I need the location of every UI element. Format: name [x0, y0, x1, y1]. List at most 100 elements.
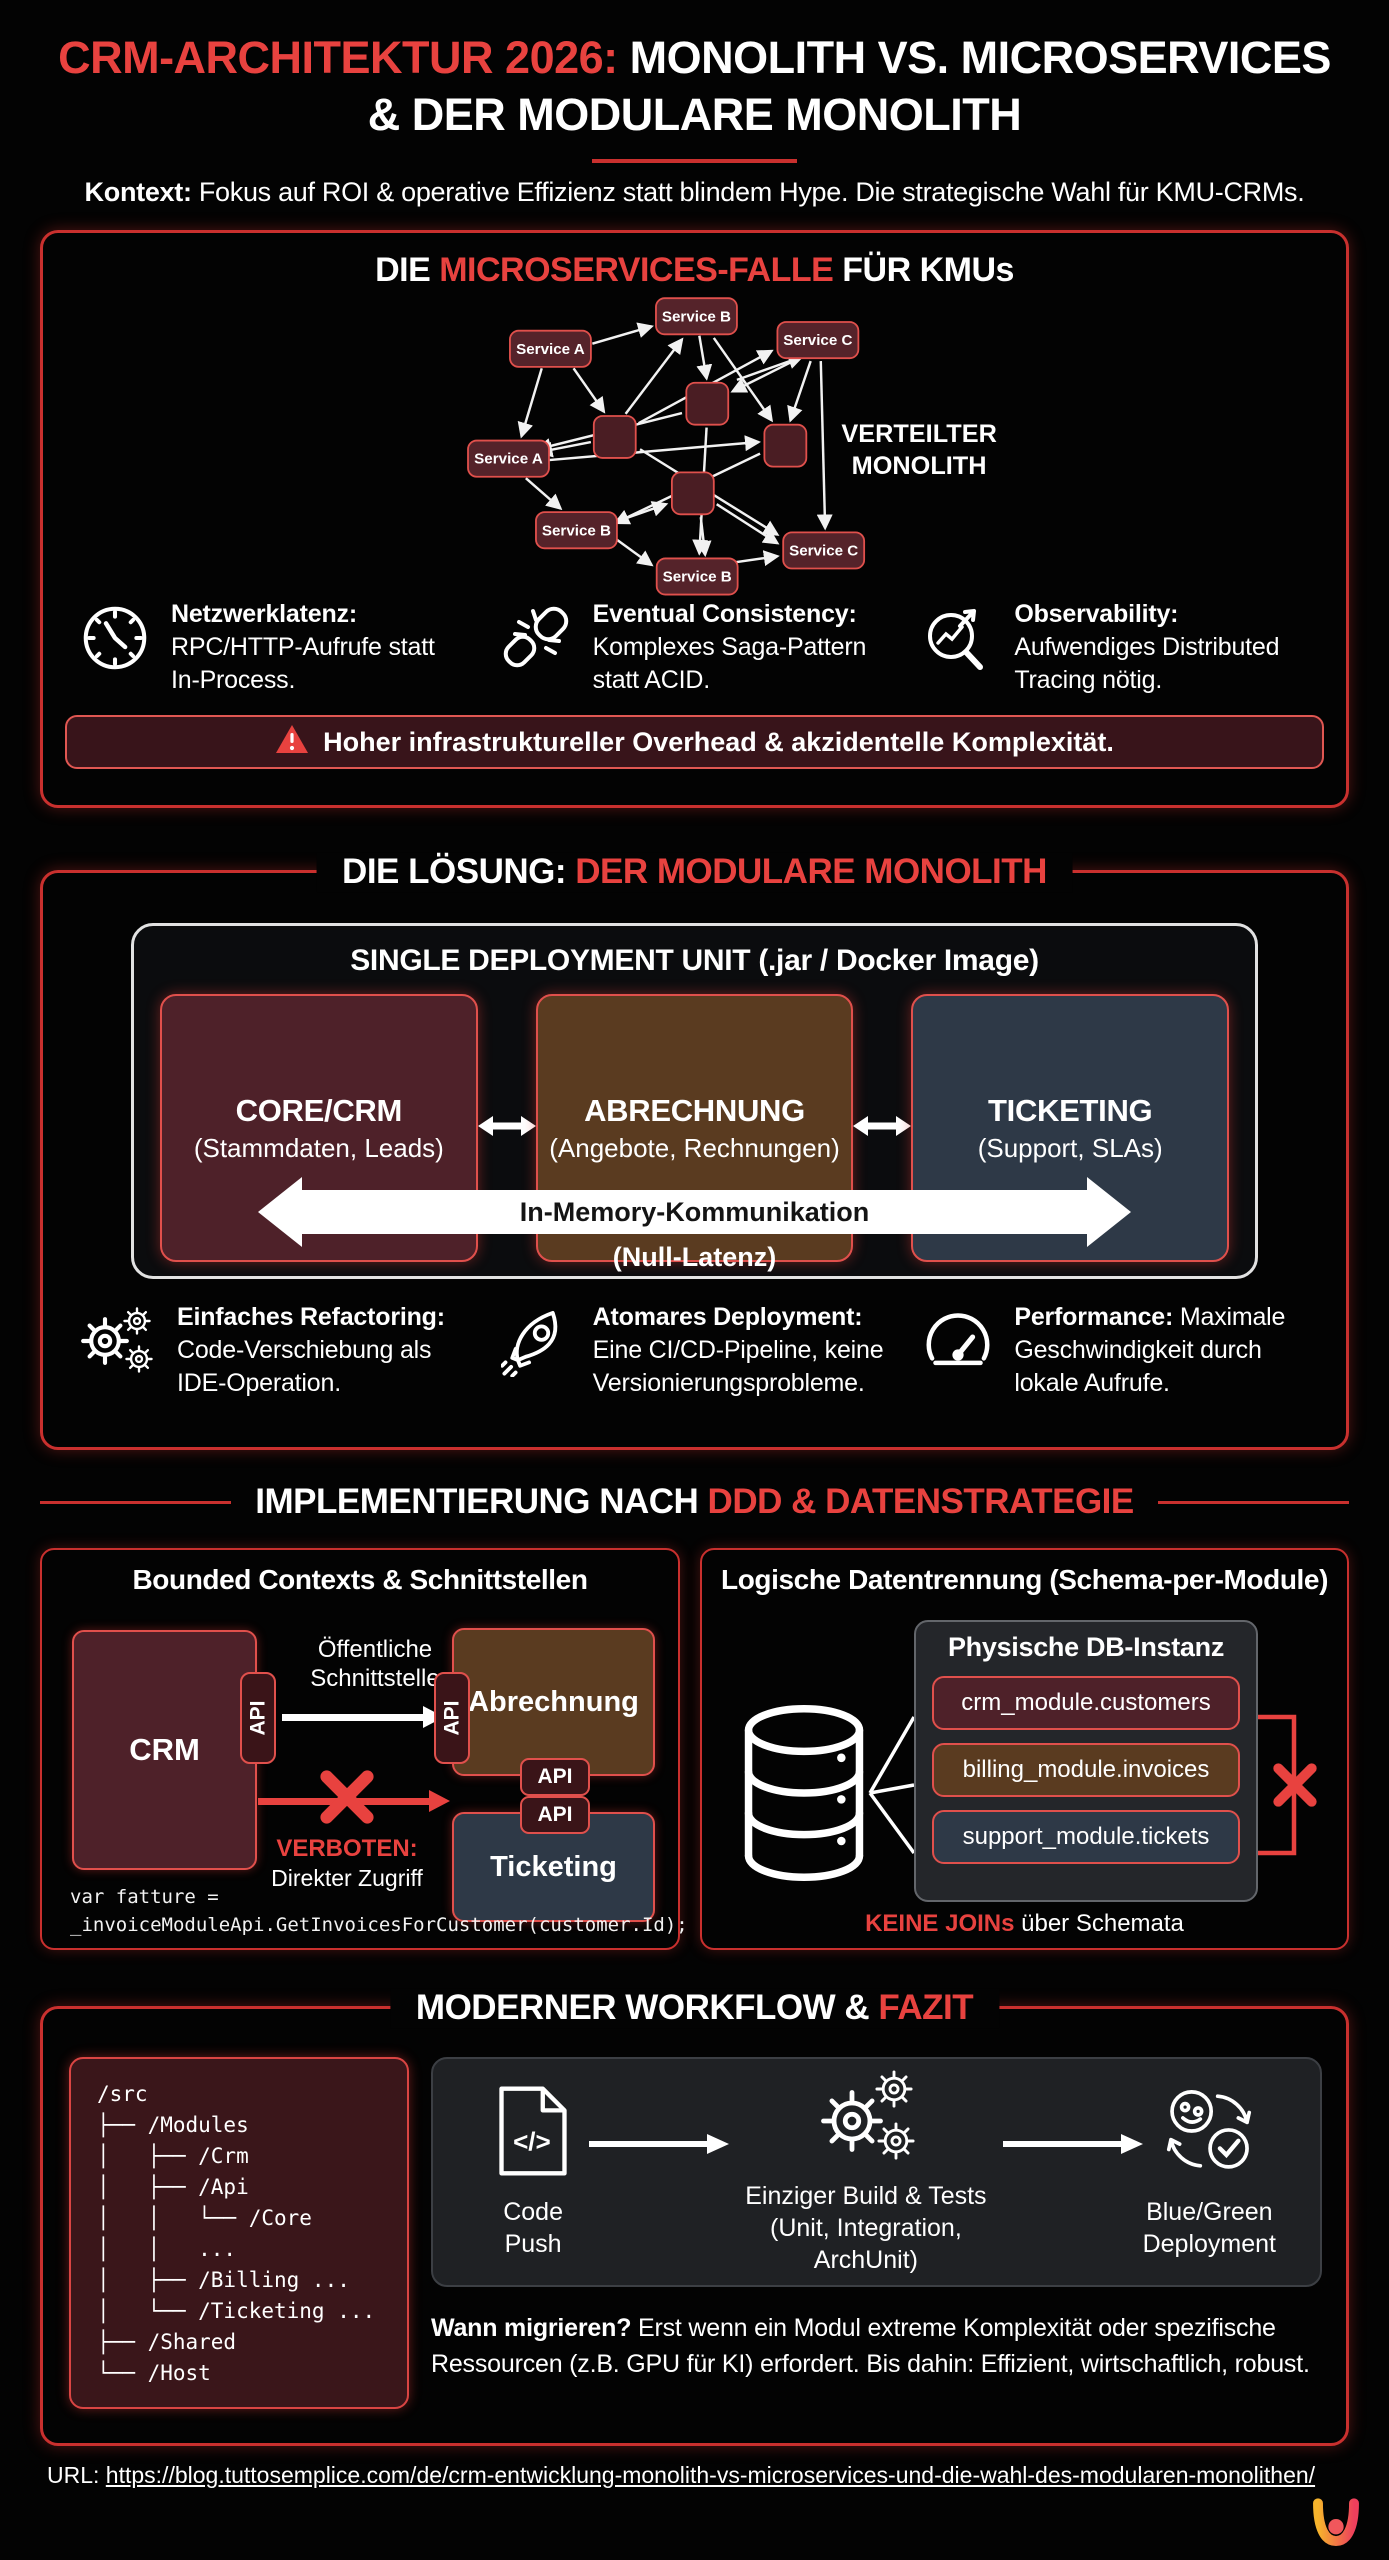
- warning-banner: Hoher infrastruktureller Overhead & akzi…: [65, 715, 1324, 770]
- list-item: Performance: Maximale Geschwindigkeit du…: [922, 1301, 1310, 1400]
- warning-icon: [275, 724, 309, 761]
- double-arrow-icon: [853, 1111, 912, 1146]
- svg-text:Service B: Service B: [541, 523, 610, 540]
- broken-chain-icon: [501, 598, 575, 679]
- abrechnung-context-box: Abrechnung: [452, 1628, 655, 1777]
- section1-items: Netzwerklatenz: RPC/HTTP-Aufrufe statt I…: [43, 598, 1346, 697]
- item-text: Netzwerklatenz: RPC/HTTP-Aufrufe statt I…: [171, 600, 435, 695]
- null-latency-label: (Null-Latenz): [612, 1242, 777, 1273]
- section2-items: Einfaches Refactoring: Code-Verschiebung…: [43, 1301, 1346, 1400]
- crm-context-box: CRM: [72, 1630, 257, 1871]
- svg-text:Service B: Service B: [662, 569, 731, 586]
- public-interface-label: Öffentliche Schnittstelle: [310, 1636, 440, 1693]
- list-item: Atomares Deployment: Eine CI/CD-Pipeline…: [499, 1301, 889, 1400]
- physical-db-box: Physische DB-Instanz crm_module.customer…: [914, 1620, 1258, 1903]
- page-title: CRM-ARCHITEKTUR 2026: MONOLITH VS. MICRO…: [58, 32, 1331, 140]
- in-memory-arrow: In-Memory-Kommunikation: [258, 1177, 1131, 1248]
- list-item: Einfaches Refactoring: Code-Verschiebung…: [79, 1301, 467, 1400]
- single-deployment-unit: SINGLE DEPLOYMENT UNIT (.jar / Docker Im…: [131, 923, 1258, 1280]
- service-node: Service C: [781, 531, 865, 570]
- forbidden-x-icon: [318, 1768, 376, 1831]
- forbidden-label: VERBOTEN: Direkter Zugriff: [271, 1835, 423, 1892]
- section3-title-text: IMPLEMENTIERUNG NACH DDD & DATENSTRATEGI…: [255, 1482, 1134, 1522]
- workflow-step-build-tests: Einziger Build & Tests(Unit, Integration…: [729, 2069, 1002, 2276]
- speedometer-icon: [922, 1301, 996, 1374]
- svg-text:MONOLITH: MONOLITH: [851, 452, 986, 480]
- warning-text: Hoher infrastruktureller Overhead & akzi…: [323, 726, 1114, 757]
- arrow-right-icon: [1002, 2132, 1143, 2161]
- item-text: Einfaches Refactoring: Code-Verschiebung…: [177, 1303, 445, 1398]
- section-workflow-fazit: MODERNER WORKFLOW & FAZIT /src ├── /Modu…: [40, 1988, 1349, 2447]
- service-node: Service B: [534, 511, 618, 550]
- service-node: Service A: [466, 440, 550, 479]
- code-snippet: var fatture = _invoiceModuleApi.GetInvoi…: [70, 1886, 688, 1936]
- public-interface-arrow: [282, 1706, 444, 1729]
- section4-title: MODERNER WORKFLOW & FAZIT: [389, 1988, 1000, 2029]
- brand-logo: [1309, 2498, 1363, 2555]
- list-item: Eventual Consistency: Komplexes Saga-Pat…: [501, 598, 889, 697]
- distributed-monolith-label: VERTEILTER MONOLITH: [841, 420, 997, 480]
- schema-row: billing_module.invoices: [932, 1743, 1240, 1798]
- source-tree: /src ├── /Modules │ ├── /Crm │ ├── /Api …: [69, 2057, 409, 2410]
- header: CRM-ARCHITEKTUR 2026: MONOLITH VS. MICRO…: [0, 0, 1389, 208]
- svg-text:VERTEILTER: VERTEILTER: [841, 420, 997, 448]
- service-node: Service C: [776, 321, 859, 360]
- item-text: Atomares Deployment: Eine CI/CD-Pipeline…: [592, 1303, 884, 1398]
- source-url-link[interactable]: https://blog.tuttosemplice.com/de/crm-en…: [105, 2462, 1316, 2488]
- section1-title: DIE MICROSERVICES-FALLE FÜR KMUs: [375, 251, 1014, 290]
- abrechnung-api-port: API: [520, 1758, 590, 1797]
- step-label: Code Push: [503, 2197, 563, 2258]
- list-item: Netzwerklatenz: RPC/HTTP-Aufrufe statt I…: [79, 598, 467, 697]
- source-url-line: URL: https://blog.tuttosemplice.com/de/c…: [47, 2462, 1316, 2488]
- section3-panels: Bounded Contexts & Schnittstellen CRM AP…: [40, 1548, 1349, 1951]
- item-text: Performance: Maximale Geschwindigkeit du…: [1014, 1303, 1286, 1398]
- crm-api-tab: API: [240, 1672, 276, 1765]
- cicd-workflow: </> Code Push: [431, 2057, 1322, 2288]
- context-line: Kontext: Fokus auf ROI & operative Effiz…: [84, 177, 1305, 208]
- build-gears-icon: [814, 2069, 918, 2166]
- item-text: Observability: Aufwendiges Distributed T…: [1014, 600, 1280, 695]
- microservices-network-diagram: Service A Service B Service C Service A …: [466, 297, 997, 596]
- page-title-accent: CRM-ARCHITEKTUR 2026:: [58, 32, 618, 83]
- item-text: Eventual Consistency: Komplexes Saga-Pat…: [592, 600, 867, 695]
- schema-row: crm_module.customers: [932, 1676, 1240, 1731]
- section-microservices-trap: DIE MICROSERVICES-FALLE FÜR KMUs: [40, 230, 1349, 809]
- migration-conclusion: Wann migrieren? Erst wenn ein Modul extr…: [431, 2314, 1310, 2378]
- anonymous-service-nodes: [592, 382, 807, 516]
- section2-title: DIE LÖSUNG: DER MODULARE MONOLITH: [316, 852, 1073, 893]
- section-modular-monolith: DIE LÖSUNG: DER MODULARE MONOLITH SINGLE…: [40, 852, 1349, 1451]
- service-node: Service B: [654, 297, 738, 336]
- service-node: Service B: [655, 557, 739, 596]
- page-title-line2: & DER MODULARE MONOLITH: [367, 88, 1022, 140]
- svg-text:Service C: Service C: [789, 543, 858, 560]
- clock-icon: [79, 598, 153, 679]
- joins-x-icon: [1270, 1760, 1320, 1815]
- service-node: Service A: [508, 330, 592, 369]
- code-file-icon: </>: [495, 2085, 571, 2182]
- step-label: Einziger Build & Tests(Unit, Integration…: [745, 2181, 987, 2274]
- list-item: Observability: Aufwendiges Distributed T…: [922, 598, 1310, 697]
- ticketing-api-port: API: [520, 1796, 590, 1835]
- svg-text:Service A: Service A: [516, 341, 585, 358]
- magnifier-chart-icon: [922, 598, 996, 679]
- section3-title: IMPLEMENTIERUNG NACH DDD & DATENSTRATEGI…: [40, 1482, 1349, 1522]
- gears-icon: [79, 1301, 159, 1382]
- database-icon: [740, 1702, 868, 1889]
- no-joins-label: KEINE JOINs über Schemata: [865, 1910, 1184, 1938]
- double-arrow-icon: [477, 1111, 536, 1146]
- bounded-contexts-panel: Bounded Contexts & Schnittstellen CRM AP…: [40, 1548, 688, 1951]
- data-separation-panel: Logische Datentrennung (Schema-per-Modul…: [700, 1548, 1349, 1951]
- svg-text:Service C: Service C: [783, 333, 852, 350]
- abrechnung-api-tab: API: [434, 1672, 470, 1765]
- blue-green-icon: [1159, 2085, 1259, 2182]
- arrow-right-icon: [589, 2132, 730, 2161]
- workflow-step-code-push: </> Code Push: [477, 2085, 589, 2260]
- title-divider: [592, 159, 797, 164]
- svg-text:Service A: Service A: [474, 451, 543, 468]
- svg-text:</>: </>: [513, 2126, 551, 2156]
- deployment-unit-title: SINGLE DEPLOYMENT UNIT (.jar / Docker Im…: [350, 944, 1039, 978]
- schema-row: support_module.tickets: [932, 1810, 1240, 1865]
